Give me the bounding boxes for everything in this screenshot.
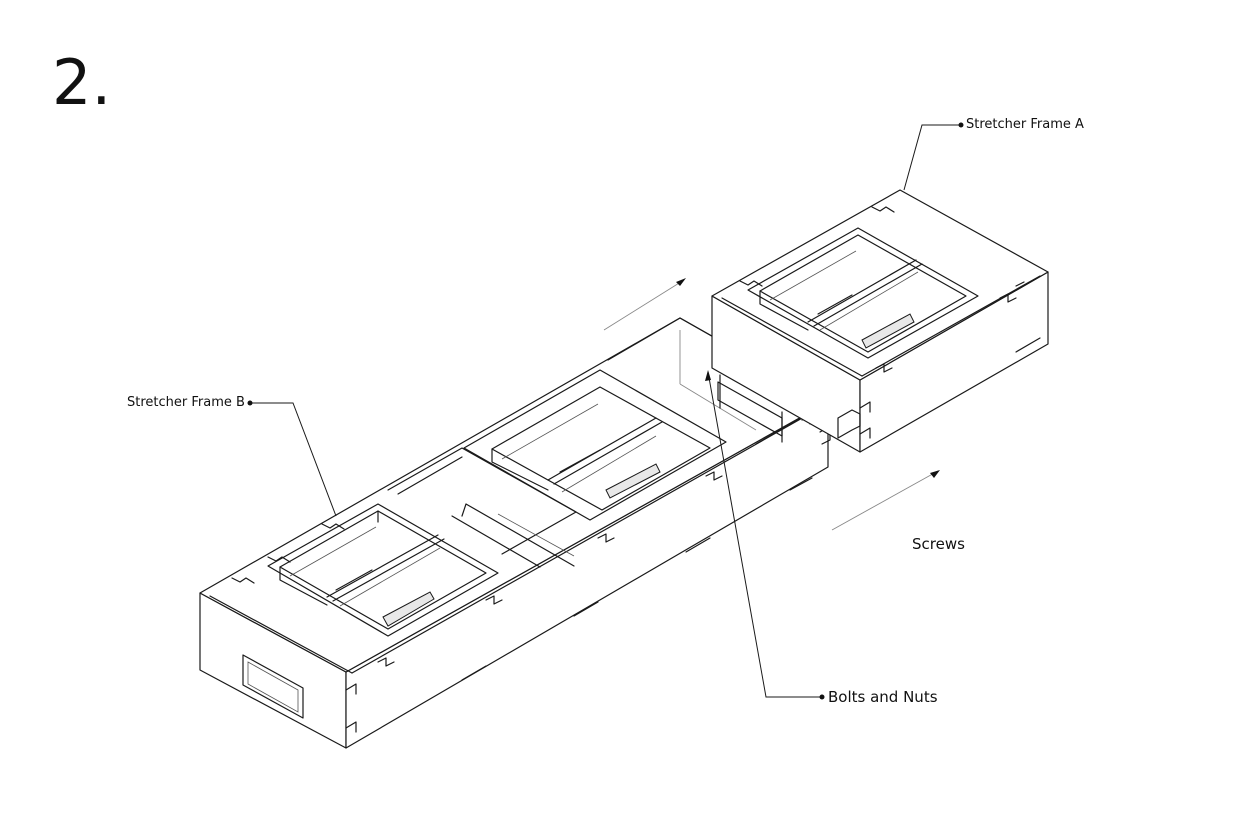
- label-stretcher-frame-a: Stretcher Frame A: [966, 117, 1084, 132]
- frame-b-left-compartment-rim: [267, 503, 499, 637]
- frame-b-left-bracket: [382, 591, 435, 627]
- leader-frame-b: [250, 402, 337, 517]
- frame-b-handle-cutout: [242, 654, 304, 719]
- lower-arrow-head: [930, 470, 940, 478]
- frame-a-coupling-slot: [837, 409, 861, 439]
- label-screws: Screws: [912, 535, 965, 553]
- bolts-leader-arrowhead: [705, 370, 711, 381]
- frame-b-center-bracket: [605, 463, 661, 499]
- frame-a-top-face: [711, 189, 1049, 381]
- screws-direction-arrows: [603, 278, 940, 531]
- label-bolts-and-nuts: Bolts and Nuts: [828, 688, 938, 706]
- label-stretcher-frame-b: Stretcher Frame B: [127, 395, 245, 410]
- leader-lines: [247, 122, 964, 700]
- leader-frame-a: [903, 124, 961, 191]
- leader-bolts-and-nuts: [707, 371, 822, 698]
- frame-a-compartment-rim: [747, 227, 979, 359]
- stretcher-frame-b: [199, 317, 831, 749]
- frame-b-center-compartment-rim: [463, 369, 727, 521]
- stretcher-frame-a: [711, 189, 1049, 453]
- step-number: 2.: [52, 46, 112, 119]
- frame-a-bracket: [861, 313, 915, 349]
- lower-arrow: [831, 470, 939, 531]
- upper-arrow: [603, 279, 685, 331]
- upper-arrow-head: [676, 278, 686, 286]
